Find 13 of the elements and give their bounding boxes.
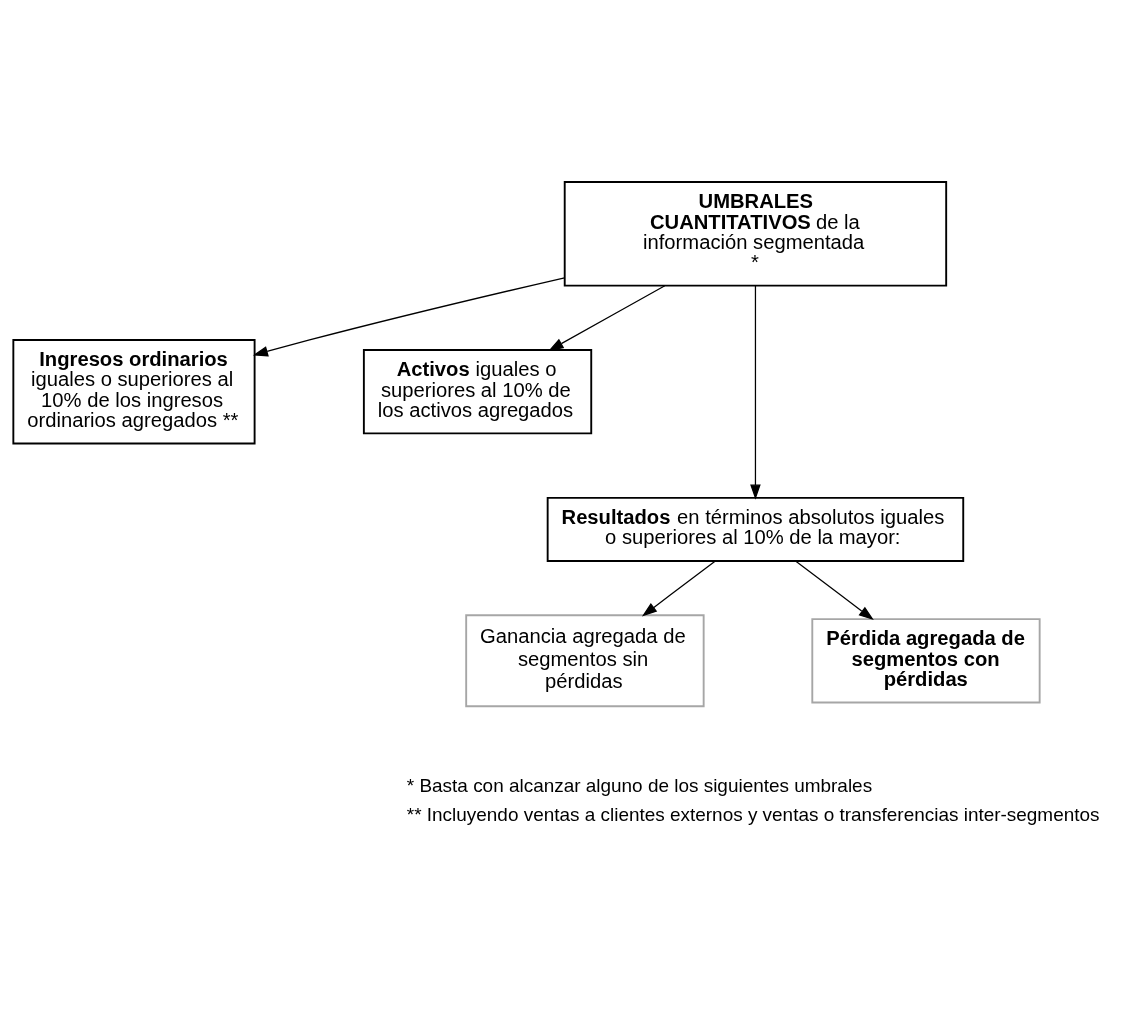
node-box: Pérdida agregada de segmentos con pérdidas xyxy=(811,618,1041,704)
node-box: Ganancia agregada de segmentos sin pérdidas xyxy=(465,614,705,708)
arrow xyxy=(548,285,666,351)
node-box: UMBRALES CUANTITATIVOS de la información segmentada * xyxy=(563,181,948,287)
node-box: Ingresos ordinarios iguales o superiores al 10% de los ingresos ordinarios agregados ** xyxy=(12,339,256,445)
node-box: Resultados en términos absolutos iguales o superiores al 10% de la mayor: xyxy=(546,496,965,562)
label: ** Incluyendo ventas a clientes externos y ventas o transferencias inter-segmentos xyxy=(406,804,1100,826)
arrow xyxy=(750,285,761,500)
arrow xyxy=(252,277,566,357)
node-box: Activos iguales o superiores al 10% de los activos agregados xyxy=(362,349,593,435)
arrow xyxy=(641,560,716,617)
label: * Basta con alcanzar alguno de los siguientes umbrales xyxy=(406,775,873,797)
arrow xyxy=(795,560,874,621)
